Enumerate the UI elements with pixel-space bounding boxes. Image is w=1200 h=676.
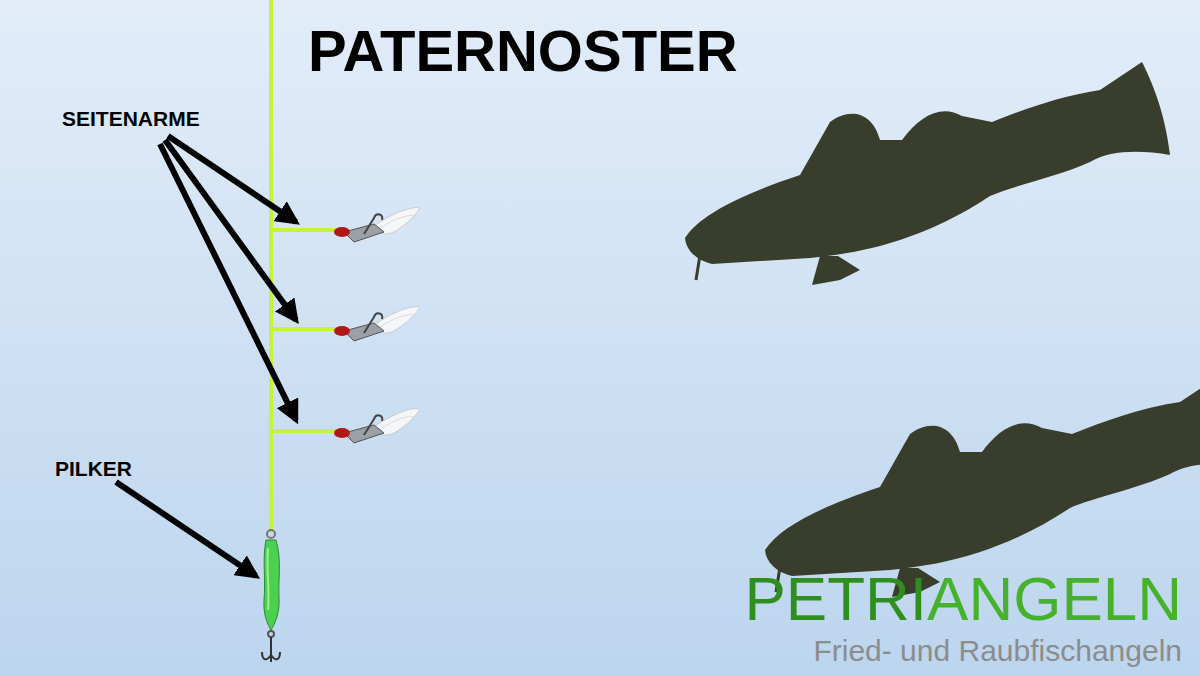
lure [334, 409, 420, 443]
fish-silhouette [685, 62, 1170, 285]
leader-arrow [116, 136, 296, 576]
callout-label: SEITENARME [62, 108, 200, 129]
callout-label: PILKER [55, 458, 132, 479]
fish-silhouette [765, 374, 1200, 597]
brand-tagline: Fried- und Raubfischangeln [813, 636, 1182, 666]
brand-logo: PETRIANGELN [744, 568, 1182, 630]
lure [334, 307, 420, 341]
diagram-title: PATERNOSTER [308, 22, 738, 80]
pilker-lure [262, 530, 280, 662]
lure [334, 208, 420, 242]
